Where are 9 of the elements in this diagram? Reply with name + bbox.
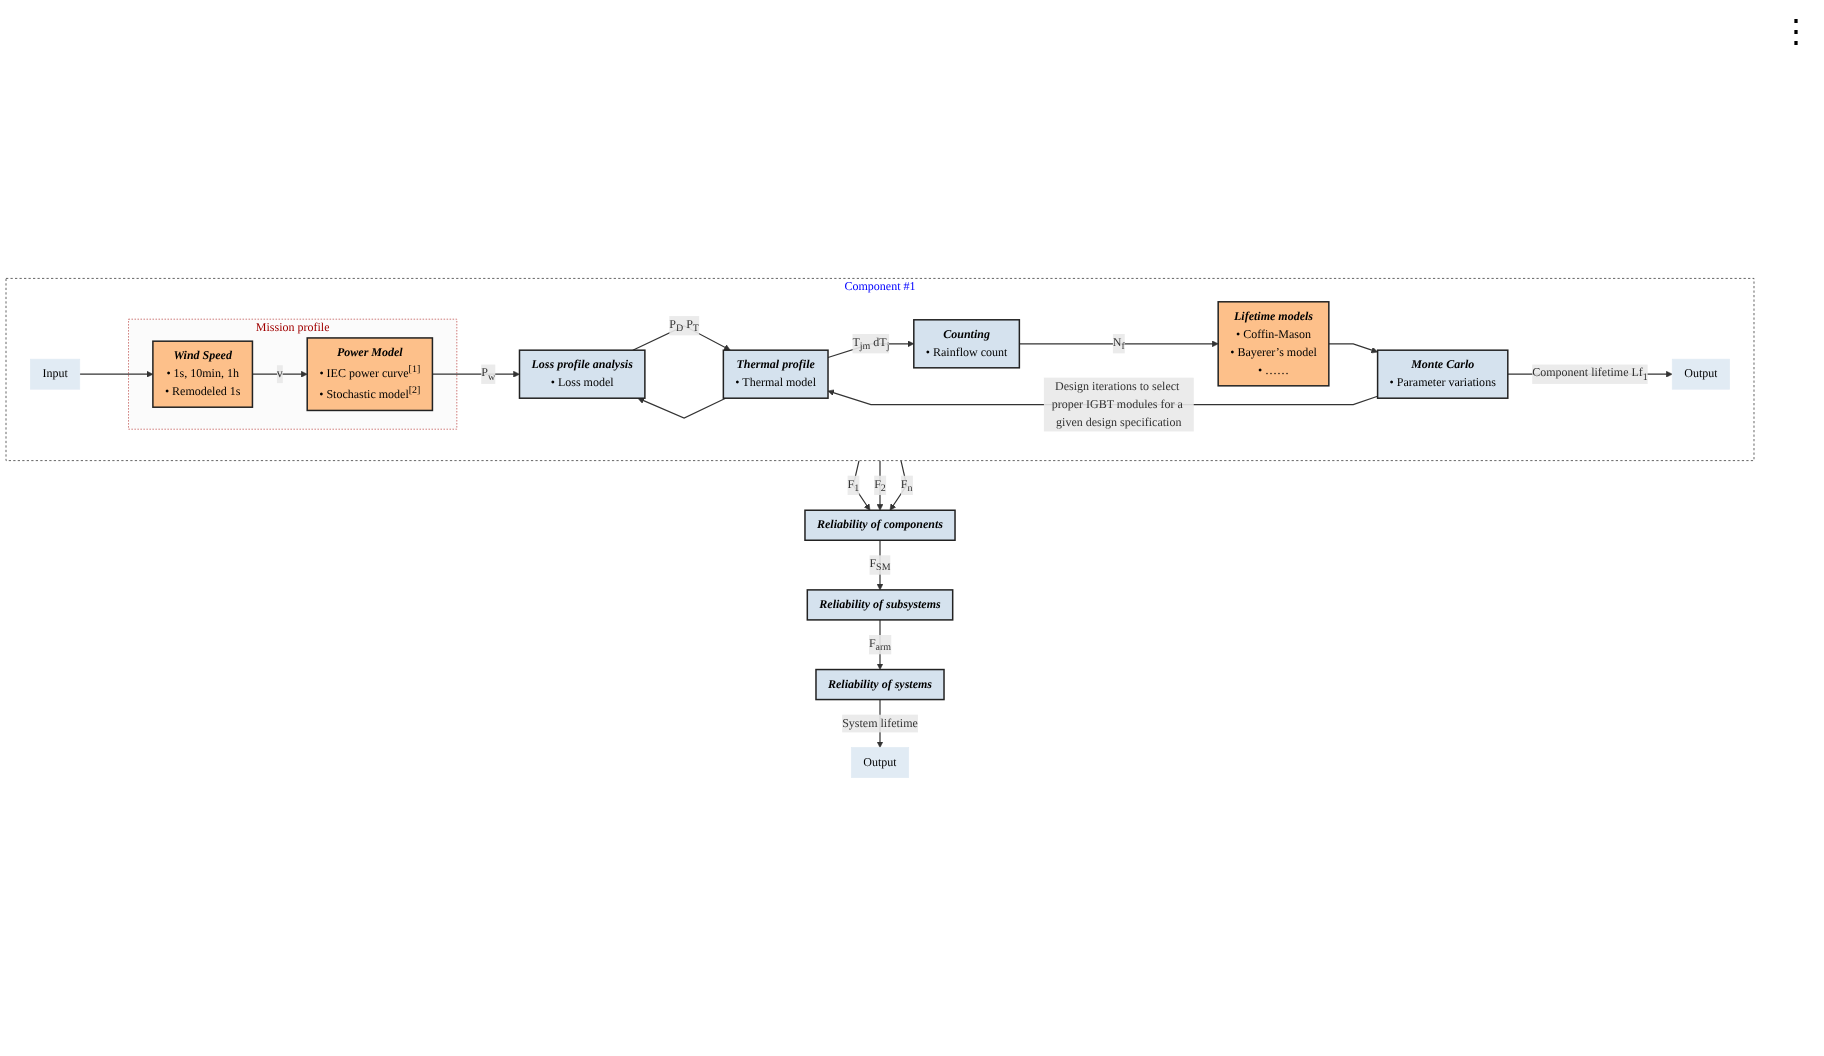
arrow	[876, 460, 884, 511]
arrow	[1328, 343, 1378, 354]
arrow	[637, 397, 727, 419]
arrow	[251, 370, 308, 378]
arrow	[431, 370, 520, 378]
note-text: ⋮	[1780, 14, 1812, 52]
arrow	[1018, 340, 1219, 348]
arrow	[852, 460, 871, 511]
arrow	[79, 370, 154, 378]
